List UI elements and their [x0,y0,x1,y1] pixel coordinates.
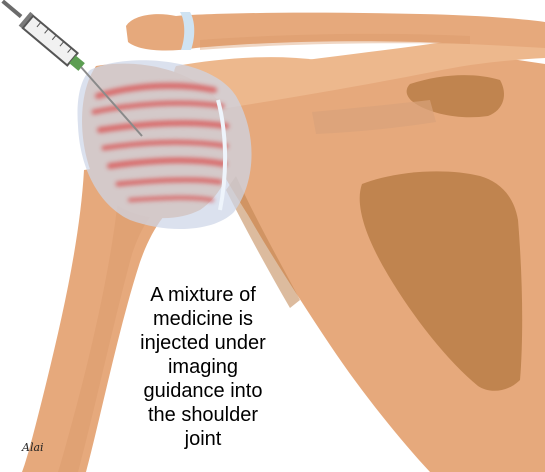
caption-line: the shoulder [118,403,288,427]
artist-signature: Alai [22,441,44,454]
syringe-barrel [23,16,78,66]
syringe-plunger [1,0,22,18]
caption-line: imaging [118,355,288,379]
caption-text: A mixture of medicine is injected under … [118,283,288,451]
caption-line: joint [118,427,288,451]
caption-line: A mixture of [118,283,288,307]
caption-line: guidance into [118,379,288,403]
caption-line: medicine is [118,307,288,331]
caption-line: injected under [118,331,288,355]
